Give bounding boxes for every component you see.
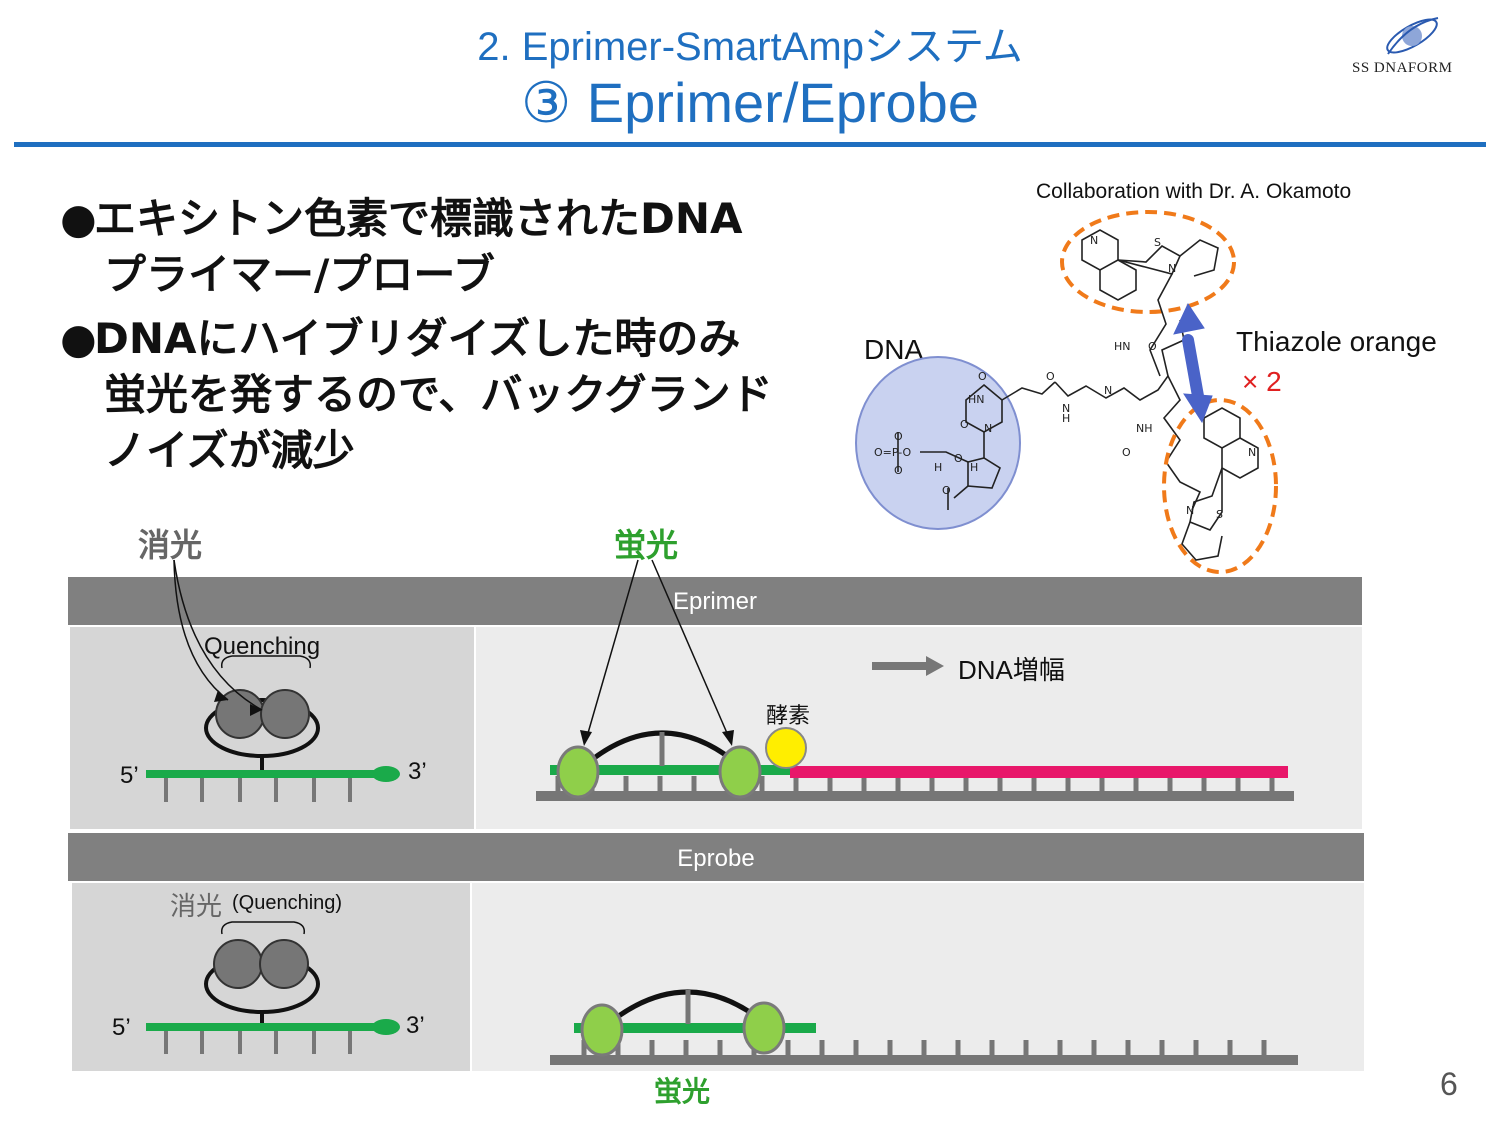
bottom-dye-highlight: [1162, 398, 1278, 574]
svg-text:H: H: [934, 461, 942, 474]
bullet-1-line-2: プライマー/プローブ: [104, 250, 495, 299]
title-line-2: ③ Eprimer/Eprobe: [521, 71, 979, 134]
dna-nucleotide-highlight: [855, 356, 1021, 530]
eprimer-fluor-label: 蛍光: [614, 527, 679, 563]
svg-text:O: O: [942, 484, 951, 497]
eprimer-three-prime: 3’: [408, 758, 427, 785]
bullet-marker: ●: [60, 314, 97, 363]
svg-text:N: N: [1186, 504, 1194, 517]
eprobe-bar-label: Eprobe: [677, 845, 755, 872]
svg-text:O: O: [894, 430, 903, 443]
dye-pair-double-arrow-icon: [1173, 302, 1213, 424]
bullet-2-line-3: ノイズが減少: [104, 426, 355, 475]
svg-text:HN: HN: [1114, 340, 1131, 353]
page-number: 6: [1440, 1066, 1458, 1102]
eprimer-five-prime: 5’: [120, 762, 139, 789]
eprobe-five-prime: 5’: [112, 1014, 131, 1041]
eprimer-quench-label: 消光: [138, 527, 203, 563]
polymerase-enzyme-icon: [765, 727, 807, 769]
eprobe-header-bar: [68, 833, 1364, 881]
svg-text:S: S: [1216, 508, 1223, 521]
title-underline: [14, 142, 1486, 147]
bottom-dye-skeleton: [1181, 407, 1259, 561]
svg-text:H: H: [1062, 412, 1070, 425]
svg-text:N: N: [1062, 402, 1070, 415]
bullet-2-line-1: ●DNAにハイブリダイズした時のみ: [60, 312, 740, 366]
dye-name-label: Thiazole orange: [1236, 326, 1437, 357]
svg-text:S: S: [1154, 236, 1161, 249]
svg-text:O: O: [1046, 370, 1055, 383]
top-dye-highlight: [1060, 210, 1236, 314]
title-line-1: 2. Eprimer-SmartAmpシステム: [477, 25, 1023, 69]
dnaform-logo-icon: [1386, 17, 1439, 55]
eprobe-three-prime: 3’: [406, 1012, 425, 1039]
collaboration-text: Collaboration with Dr. A. Okamoto: [1036, 180, 1352, 203]
dye-count-label: × 2: [1242, 366, 1282, 397]
dna-label: DNA: [864, 334, 924, 365]
bullet-1-line-1: ●エキシトン色素で標識されたDNA: [60, 192, 743, 246]
svg-text:O: O: [1122, 446, 1131, 459]
bullet-2-line-2: 蛍光を発するので、バックグランド: [104, 370, 773, 419]
top-dye-skeleton: [1081, 229, 1219, 377]
eprobe-diagram: [146, 921, 1298, 1065]
eprimer-header-bar: [68, 577, 1362, 625]
amplification-arrow-icon: [872, 656, 944, 676]
svg-text:N: N: [1104, 384, 1112, 397]
eprimer-bar-label: Eprimer: [672, 588, 757, 615]
bullet-marker: ●: [60, 194, 97, 243]
eprobe-quenched-probe: [146, 921, 400, 1054]
eprobe-fluor-label: 蛍光: [654, 1076, 711, 1107]
svg-text:H: H: [970, 461, 978, 474]
svg-text:NH: NH: [1136, 422, 1153, 435]
eprimer-diagram: [146, 559, 1294, 802]
svg-text:O: O: [894, 464, 903, 477]
svg-text:HN: HN: [968, 393, 985, 406]
eprobe-quenching-text: (Quenching): [232, 892, 343, 914]
svg-text:O: O: [960, 418, 969, 431]
svg-text:N: N: [1168, 262, 1176, 275]
linker-chain: [1054, 319, 1202, 511]
svg-text:O: O: [978, 370, 987, 383]
svg-text:O=P-O: O=P-O: [874, 446, 912, 459]
logo-text: SS DNAFORM: [1352, 60, 1453, 76]
svg-text:N: N: [984, 422, 992, 435]
svg-text:N: N: [1090, 234, 1098, 247]
svg-text:O: O: [954, 452, 963, 465]
thiazole-orange-structure: HN O O N O N H N HN O NH O O O=P-O O O O…: [855, 210, 1278, 574]
svg-text:N: N: [1248, 446, 1256, 459]
enzyme-label: 酵素: [766, 703, 811, 728]
dna-amplification-label: DNA増幅: [958, 655, 1065, 685]
nucleotide-skeleton: [897, 381, 1056, 510]
eprobe-quench-label: 消光: [170, 891, 223, 921]
eprobe-hybridized-probe: [550, 989, 1298, 1065]
eprimer-quenched-probe: [146, 559, 400, 802]
eprimer-hybridized-probe: [536, 559, 1294, 801]
